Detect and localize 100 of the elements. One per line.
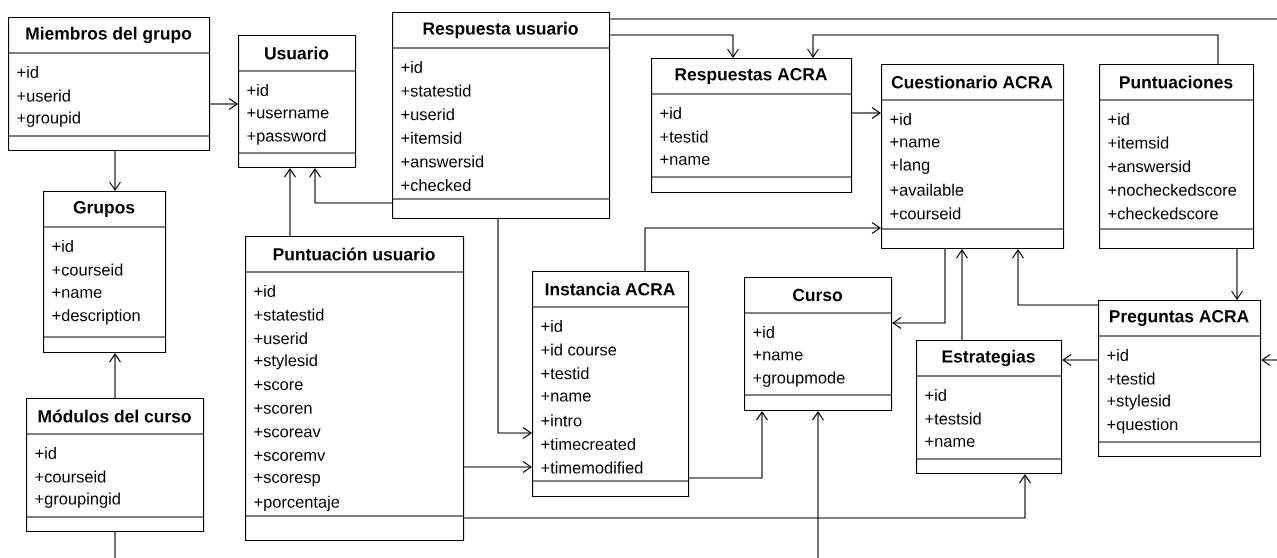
attribute: +userid [17,89,70,102]
attribute: +id [1108,112,1129,126]
attribute: +intro [541,414,582,427]
arrow [463,474,1032,519]
arrow [851,106,881,120]
class-name: Estrategias [942,349,1035,367]
arrow [1011,249,1099,306]
attribute: +statestid [254,308,324,321]
class-name: Usuario [265,46,329,60]
attribute: +porcentaje [254,495,340,512]
arrow [463,460,532,474]
attribute: +scoremv [254,451,326,461]
class-name: Respuesta usuario [423,21,578,39]
attribute: +testid [1107,372,1155,385]
attribute: +timecreated [541,437,635,450]
class-box [391,12,611,220]
attribute: +id [247,83,268,97]
class-box [880,64,1065,250]
class-box [650,58,853,194]
attribute: +score [254,380,303,391]
class-box [25,398,205,533]
arrow [108,353,122,399]
class-box [7,17,211,152]
attribute: +id [17,65,38,79]
class-name: Instancia ACRA [545,282,675,296]
attribute: +checked [401,178,471,192]
class-name: Módulos del curso [38,409,191,423]
attribute: +id [254,284,275,298]
attribute: +testid [541,367,589,380]
attribute: +nocheckedscore [1108,183,1237,196]
arrow [688,411,769,479]
class-box [531,271,690,498]
arrow [1230,248,1244,300]
class-box [244,236,465,542]
arrow [811,411,825,558]
attribute: +lang [890,158,930,174]
attribute: +stylesid [254,354,317,370]
attribute: +groupmode [753,371,845,387]
attribute: +id [52,239,73,253]
attribute: +itemsid [1108,136,1169,149]
attribute: +question [1107,418,1178,434]
attribute: +id [660,106,681,120]
class-box [743,277,893,412]
attribute: +scoresp [254,473,320,487]
class-name: Miembros del grupo [26,26,192,44]
attribute: +password [247,129,326,145]
attribute: +testsid [925,412,981,425]
arrow [1261,353,1277,367]
attribute: +name [52,288,102,298]
attribute: +timemodified [541,461,643,474]
attribute: +id [541,319,562,332]
attribute: +testid [660,130,708,143]
arrow [108,150,122,191]
class-box [237,35,357,169]
attribute: +id [401,60,422,74]
arrow [955,249,969,341]
attribute: +itemsid [401,131,462,144]
attribute: +checkedscore [1108,207,1218,220]
class-name: Preguntas ACRA [1109,310,1249,326]
attribute: +id [1107,348,1128,361]
arrow [892,248,946,330]
class-name: Puntuaciones [1120,75,1233,89]
attribute: +statestid [401,84,471,97]
arrow [806,34,1219,65]
attribute: +groupid [17,111,80,127]
attribute: +id [925,388,946,401]
attribute: +id [35,446,56,459]
arrow [308,168,393,204]
arrow [209,97,238,111]
attribute: +name [541,391,591,402]
attribute: +name [753,350,803,361]
class-box [42,191,167,354]
class-name: Grupos [73,201,135,217]
attribute: +answersid [1108,160,1191,173]
attribute: +name [890,137,940,148]
class-name: Curso [793,288,842,302]
attribute: +name [925,437,975,447]
arrow [609,34,740,58]
arrow [497,218,532,440]
class-box [915,340,1063,475]
attribute: +available [890,183,964,196]
attribute: +stylesid [1107,394,1170,410]
attribute: +id course [541,343,617,356]
arrow [283,168,297,237]
attribute: +id [890,112,911,126]
attribute: +description [52,309,140,325]
class-box [1097,300,1262,458]
attribute: +scoreav [254,427,321,438]
attribute: +courseid [52,263,123,276]
class-box [1098,64,1255,250]
arrow [644,221,881,272]
attribute: +username [247,108,329,119]
attribute: +userid [254,332,307,345]
attribute: +courseid [35,470,106,483]
class-name: Respuestas ACRA [675,68,828,84]
class-name: Cuestionario ACRA [891,75,1053,89]
attribute: +answersid [401,155,484,168]
attribute: +name [660,155,710,165]
attribute: +userid [401,108,454,121]
attribute: +id [753,325,774,338]
